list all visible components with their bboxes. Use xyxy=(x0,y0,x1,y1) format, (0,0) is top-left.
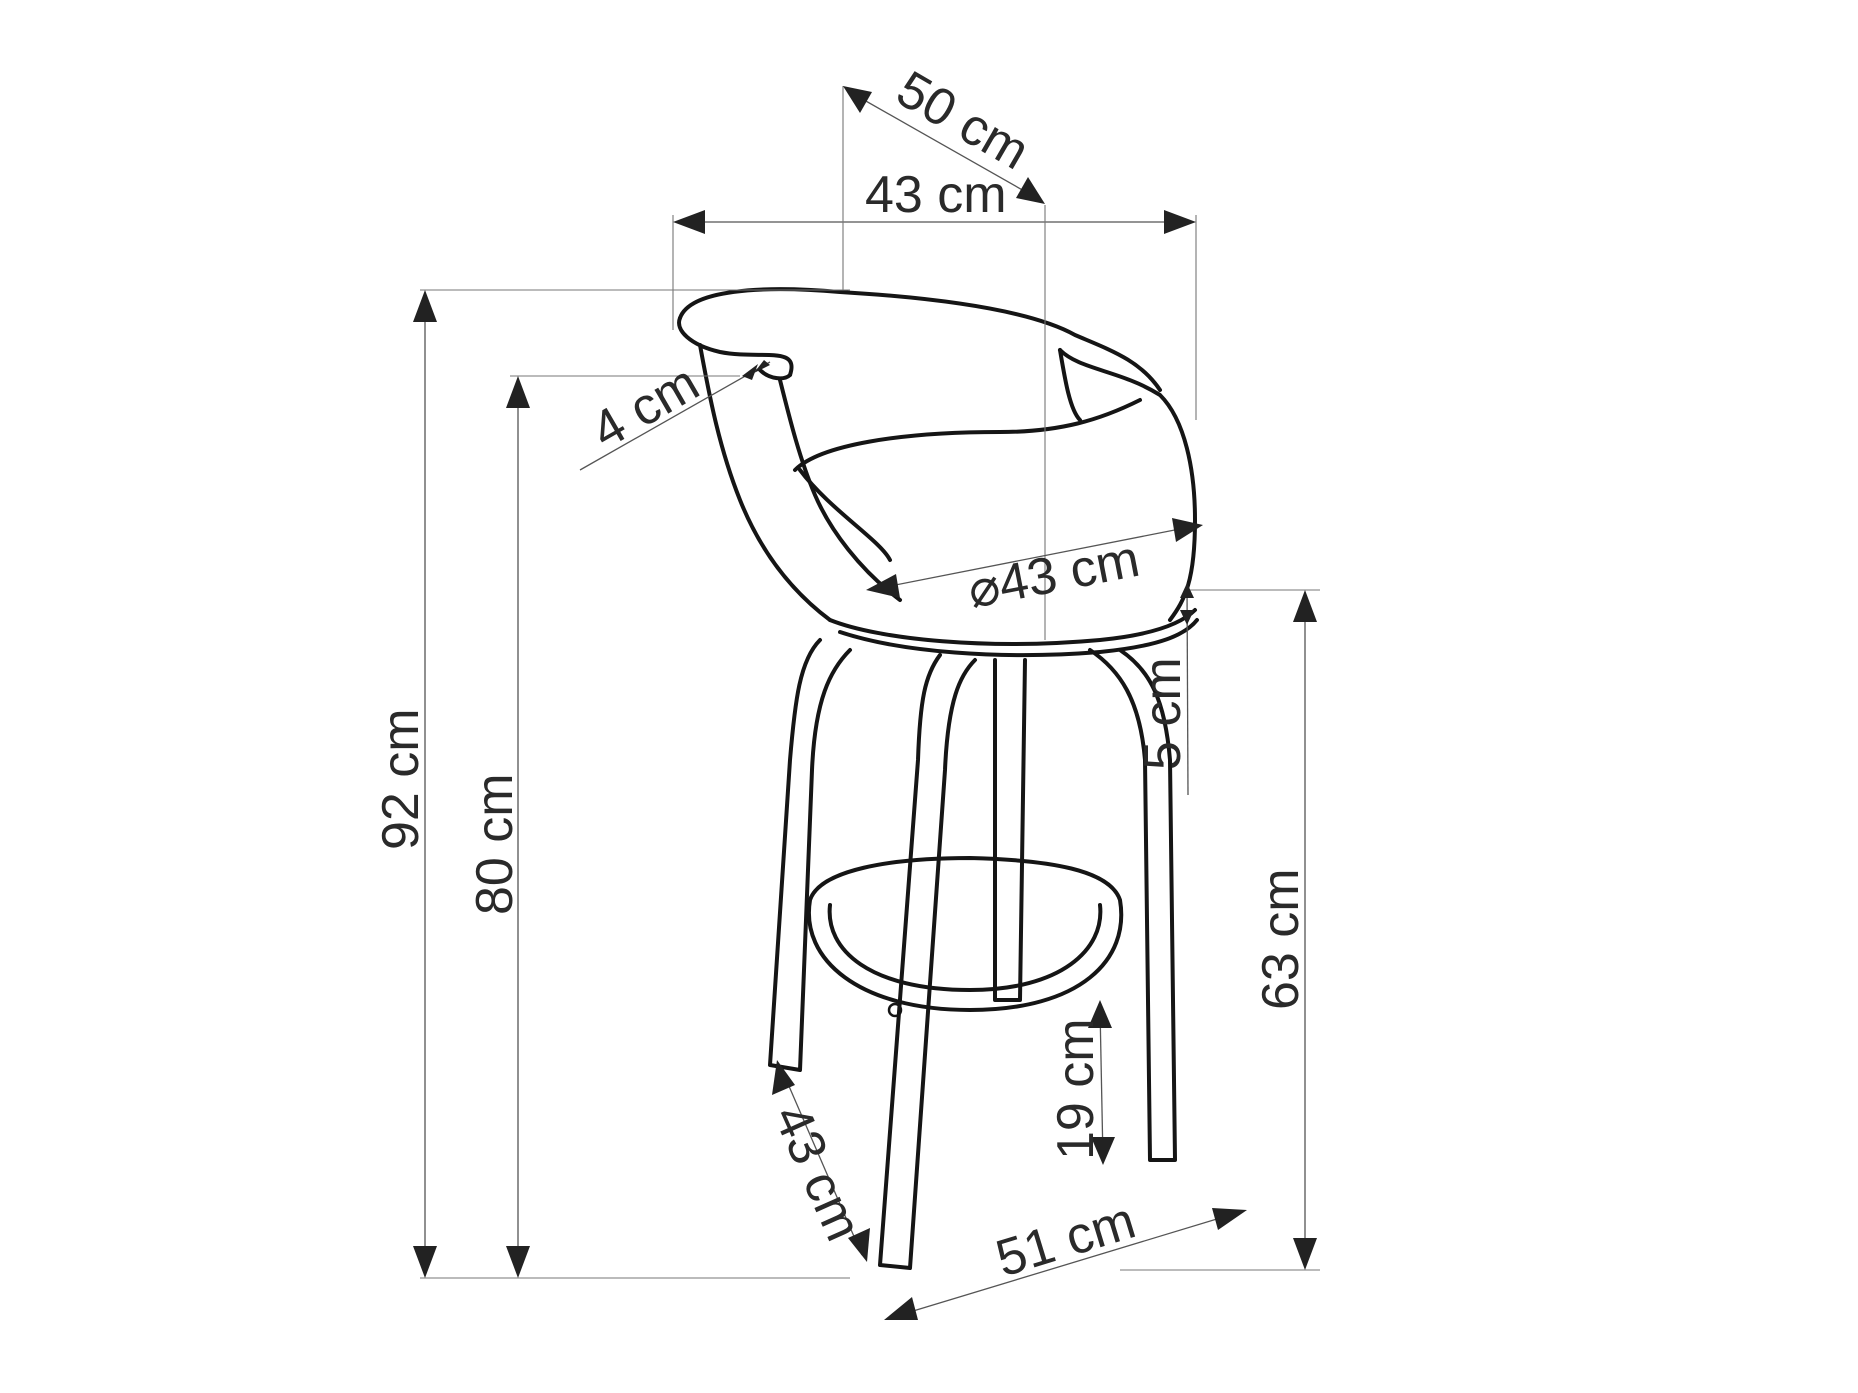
dim-total-height: 92 cm xyxy=(372,708,430,850)
dim-armrest-height: 80 cm xyxy=(466,773,524,915)
chair-drawing xyxy=(677,287,1199,1270)
dim-base-depth: 43 cm xyxy=(762,1096,873,1249)
dim-base-width: 51 cm xyxy=(990,1192,1142,1289)
dim-depth-diagonal: 50 cm xyxy=(887,60,1039,181)
dim-armrest-thickness: 4 cm xyxy=(582,354,709,461)
dim-seat-thickness: 5 cm xyxy=(1134,657,1192,770)
dim-footrest-height: 19 cm xyxy=(1047,1018,1105,1160)
dim-width: 43 cm xyxy=(865,166,1007,224)
dimension-annotations: 92 cm 80 cm 63 cm 5 cm 19 cm 43 cm xyxy=(372,60,1320,1320)
dim-seat-height: 63 cm xyxy=(1252,868,1310,1010)
dim-seat-diameter: ⌀43 cm xyxy=(963,530,1144,620)
